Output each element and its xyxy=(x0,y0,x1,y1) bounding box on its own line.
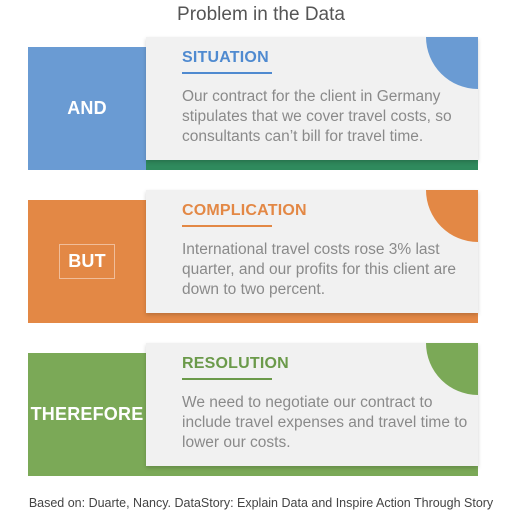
complication-strip xyxy=(146,313,478,323)
situation-text: Our contract for the client in Germany s… xyxy=(182,88,452,145)
connector-label: AND xyxy=(67,98,107,118)
complication-text: International travel costs rose 3% last … xyxy=(182,241,456,298)
situation-strip xyxy=(146,160,478,170)
situation-block: AND SITUATION Our contract for the clien… xyxy=(28,37,478,170)
resolution-block: THEREFORE RESOLUTION We need to negotiat… xyxy=(28,343,478,476)
resolution-heading: RESOLUTION xyxy=(182,355,289,372)
complication-underline xyxy=(182,225,272,227)
resolution-underline xyxy=(182,378,272,380)
resolution-card: RESOLUTION We need to negotiate our cont… xyxy=(146,343,478,466)
page-curl-icon xyxy=(426,343,478,395)
situation-card: SITUATION Our contract for the client in… xyxy=(146,37,478,160)
page-title: Problem in the Data xyxy=(177,4,345,25)
connector-and: AND xyxy=(28,47,146,170)
resolution-strip xyxy=(146,466,478,476)
connector-label: BUT xyxy=(59,244,115,279)
source-citation: Based on: Duarte, Nancy. DataStory: Expl… xyxy=(28,496,494,510)
complication-heading: COMPLICATION xyxy=(182,202,307,219)
complication-block: BUT COMPLICATION International travel co… xyxy=(28,190,478,323)
complication-card: COMPLICATION International travel costs … xyxy=(146,190,478,313)
page-curl-icon xyxy=(426,37,478,89)
connector-therefore: THEREFORE xyxy=(28,353,146,476)
connector-label: THEREFORE xyxy=(30,404,144,424)
page-curl-icon xyxy=(426,190,478,242)
resolution-text: We need to negotiate our contract to inc… xyxy=(182,394,468,451)
situation-underline xyxy=(182,72,272,74)
situation-heading: SITUATION xyxy=(182,49,269,66)
connector-but: BUT xyxy=(28,200,146,323)
